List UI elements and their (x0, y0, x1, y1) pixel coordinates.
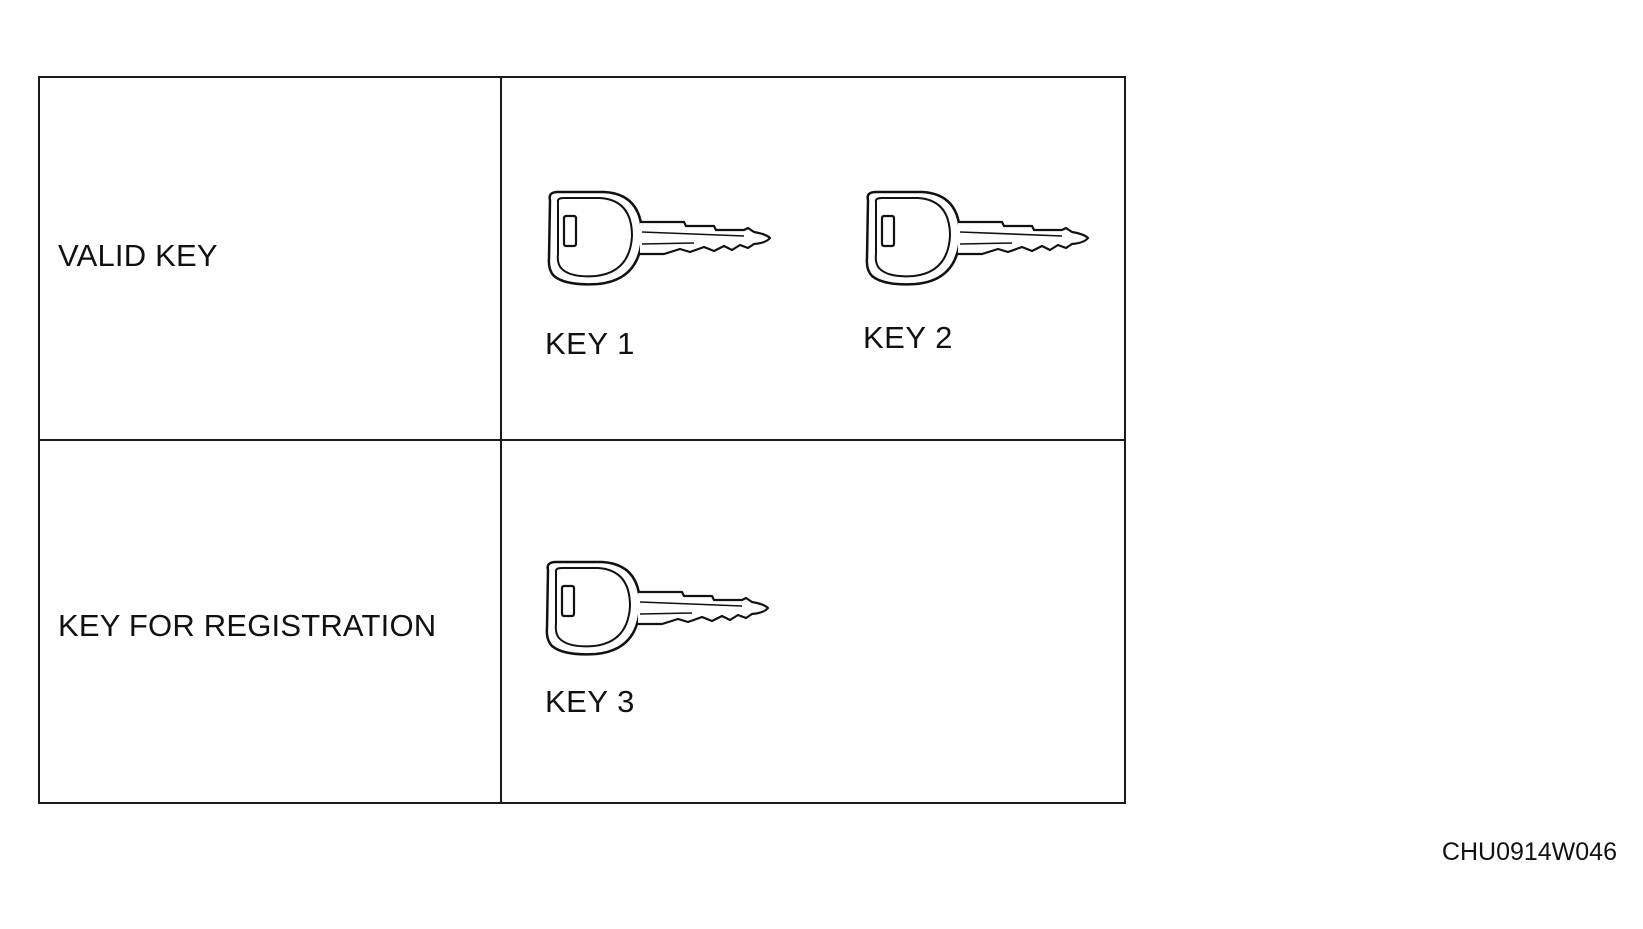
key-icon (542, 558, 772, 658)
row-divider (40, 439, 1124, 441)
row-label-registration-key: KEY FOR REGISTRATION (58, 608, 437, 643)
key-label: KEY 3 (545, 684, 635, 719)
figure-code: CHU0914W046 (1441, 838, 1617, 866)
key-label: KEY 1 (545, 326, 635, 361)
key-icon (862, 188, 1092, 288)
row-label-valid-key: VALID KEY (58, 238, 218, 273)
key-table: VALID KEY KEY 1 KEY 2 KEY FOR REGISTRATI… (38, 76, 1126, 804)
key-label: KEY 2 (863, 320, 953, 355)
key-icon (544, 188, 774, 288)
